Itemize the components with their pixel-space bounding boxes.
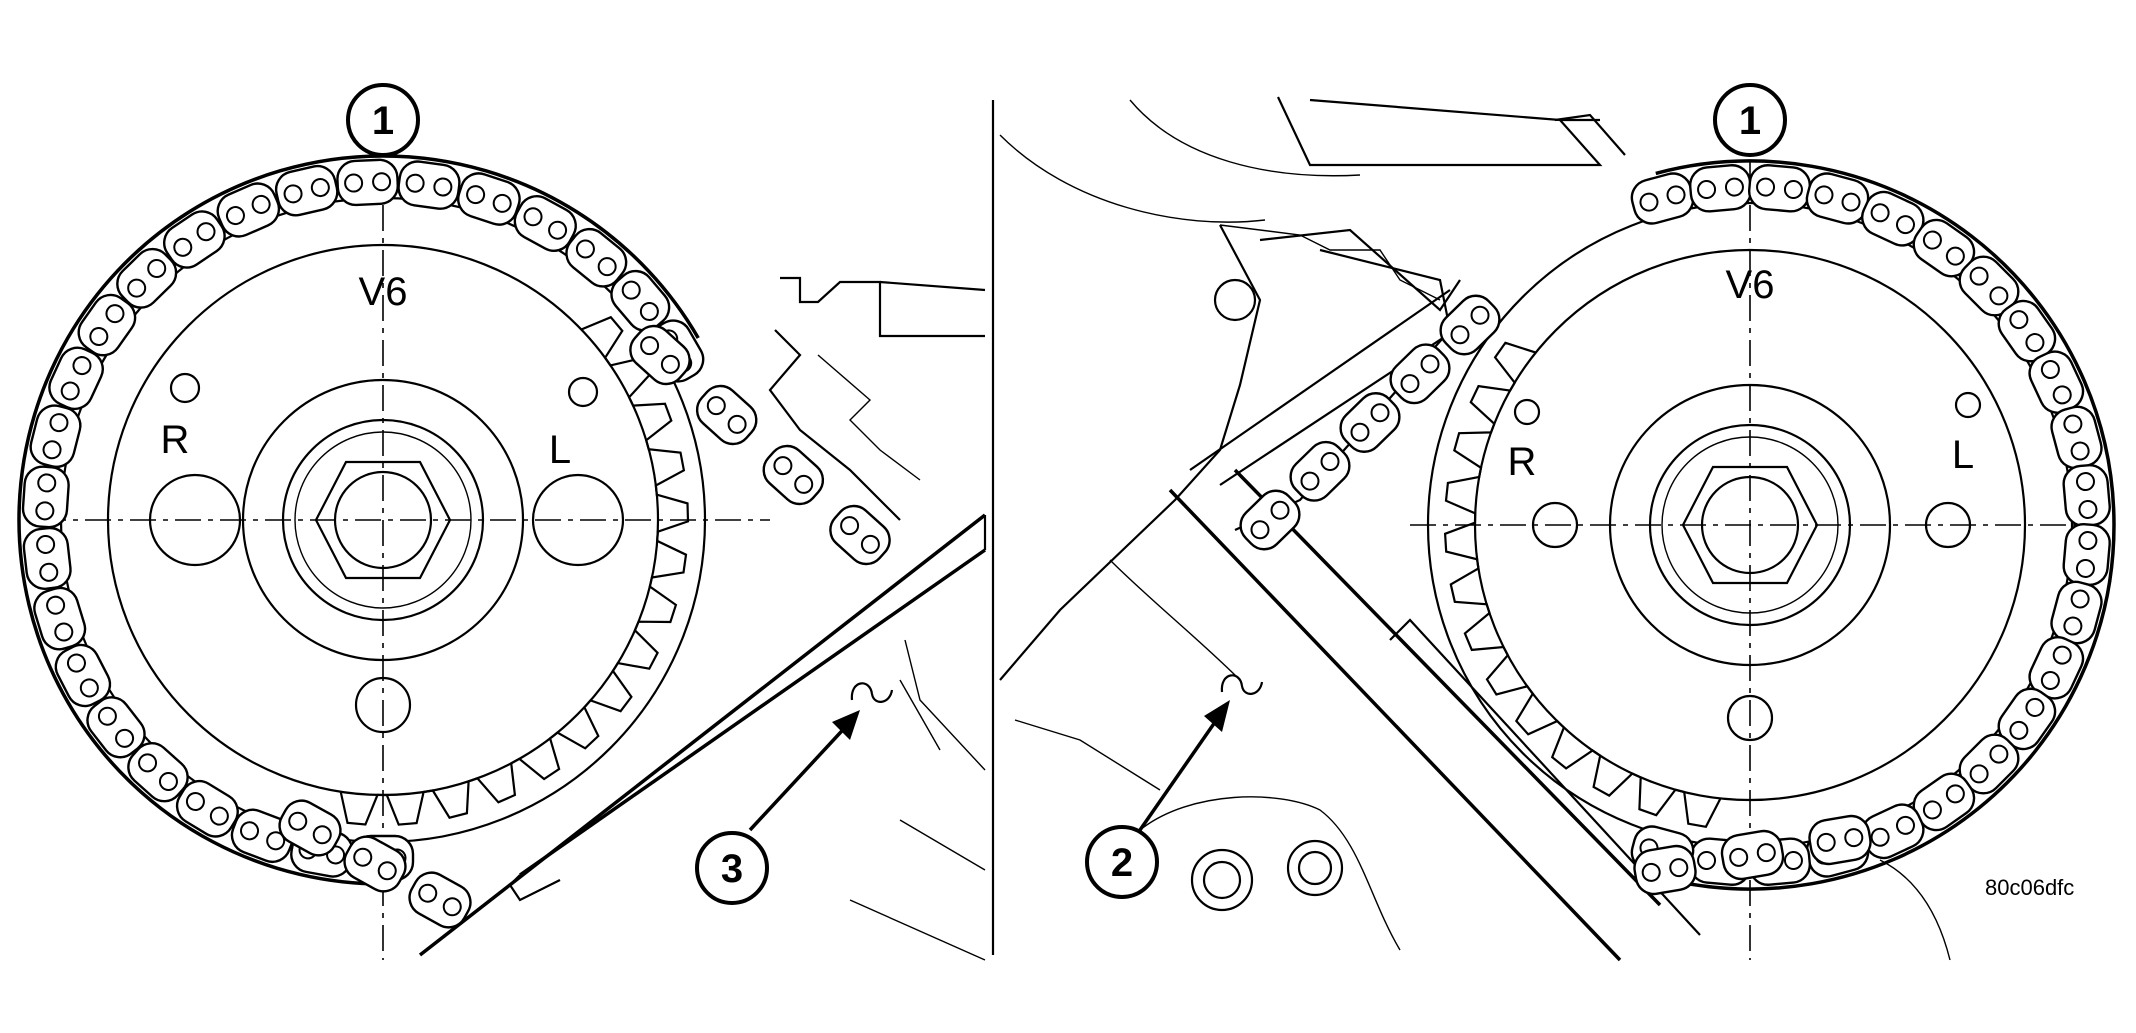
chain-link: [175, 779, 239, 838]
chain-link: [2062, 463, 2111, 528]
left-l-label: L: [549, 428, 571, 472]
chain-link: [1389, 343, 1451, 405]
chain-link: [829, 504, 891, 566]
left-chain-guide: [418, 513, 987, 957]
chain-link: [2028, 350, 2085, 414]
chain-link: [565, 227, 628, 288]
right-center-lines: [1410, 160, 2095, 960]
chain-link: [127, 742, 189, 803]
figure-reference-code: 80c06dfc: [1985, 875, 2074, 900]
chain-link: [216, 182, 281, 238]
left-arrow-3: [748, 710, 860, 832]
chain-link: [457, 172, 521, 226]
right-callout-1: 1: [1713, 83, 1787, 157]
left-callout-1: 1: [346, 83, 420, 157]
right-timing-mark: [1220, 674, 1264, 695]
chain-link: [1633, 844, 1697, 896]
chain-link: [2050, 580, 2103, 645]
chain-link: [230, 808, 295, 864]
left-engine-housing: [768, 276, 986, 961]
chain-link: [1439, 294, 1501, 356]
left-timing-chain: [17, 154, 891, 929]
chain-link: [1239, 489, 1301, 551]
svg-text:2: 2: [1111, 841, 1133, 885]
chain-link: [2028, 636, 2085, 700]
chain-link: [397, 160, 461, 210]
right-view: V6 R L 1 2: [999, 83, 2116, 962]
chain-link: [2050, 405, 2103, 470]
right-timing-chain: [1239, 159, 2116, 896]
chain-link: [77, 293, 137, 357]
chain-link: [29, 404, 82, 469]
chain-link: [22, 526, 72, 590]
right-arrow-2: [1138, 700, 1230, 831]
svg-text:3: 3: [721, 847, 743, 891]
chain-link: [116, 247, 178, 309]
chain-link: [21, 465, 70, 529]
chain-link: [610, 269, 671, 332]
chain-link: [274, 164, 339, 217]
chain-link: [336, 158, 399, 207]
chain-link: [513, 195, 577, 252]
svg-text:1: 1: [1739, 99, 1761, 143]
chain-link: [278, 799, 342, 857]
chain-link: [2062, 522, 2111, 587]
chain-link: [343, 835, 407, 893]
chain-link: [408, 871, 472, 929]
chain-link: [629, 324, 691, 386]
left-r-label: R: [161, 418, 190, 462]
chain-link: [54, 643, 112, 708]
chain-link: [1630, 172, 1695, 225]
chain-link: [1958, 255, 2020, 317]
left-center-lines: [40, 160, 770, 960]
chain-link: [33, 586, 87, 651]
chain-link: [762, 444, 825, 506]
right-r-label: R: [1508, 440, 1537, 484]
left-view: V6 R L 1 3: [17, 83, 987, 961]
right-l-label: L: [1952, 433, 1974, 477]
chain-link: [86, 696, 146, 759]
chain-link: [1720, 829, 1785, 881]
chain-link: [1289, 440, 1351, 502]
svg-text:1: 1: [372, 99, 394, 143]
chain-link: [695, 384, 758, 446]
chain-link: [163, 210, 226, 269]
chain-link: [1747, 164, 1812, 213]
left-timing-mark: [850, 682, 894, 703]
chain-link: [48, 346, 104, 411]
chain-link: [1688, 164, 1753, 213]
left-callout-3: 3: [695, 831, 769, 905]
chain-link: [1805, 172, 1870, 225]
chain-link: [1339, 392, 1401, 453]
right-callout-2: 2: [1085, 825, 1159, 899]
chain-link: [1808, 814, 1872, 866]
chain-link: [1861, 803, 1925, 860]
